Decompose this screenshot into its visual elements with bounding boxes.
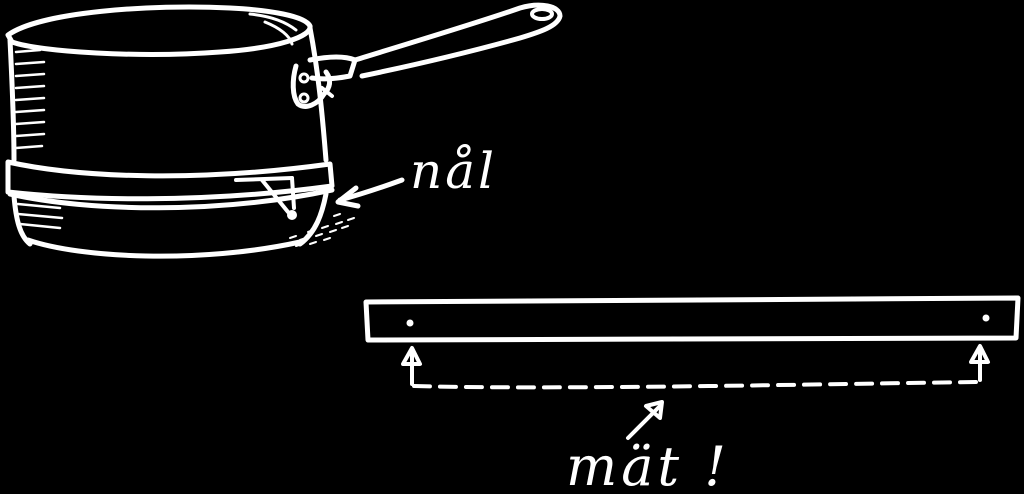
needle-icon [234,176,297,220]
scratch-marks [289,213,355,247]
needle-label: nål [410,142,498,200]
pot-texture [14,48,64,230]
handle-icon [290,2,563,109]
measure-label: mät ! [566,435,730,494]
dashed-measure-line [412,380,980,390]
strip-icon [363,295,1021,343]
arrow-icon [335,177,405,209]
measure-arrows [401,344,990,440]
saucepan-icon [5,4,355,259]
